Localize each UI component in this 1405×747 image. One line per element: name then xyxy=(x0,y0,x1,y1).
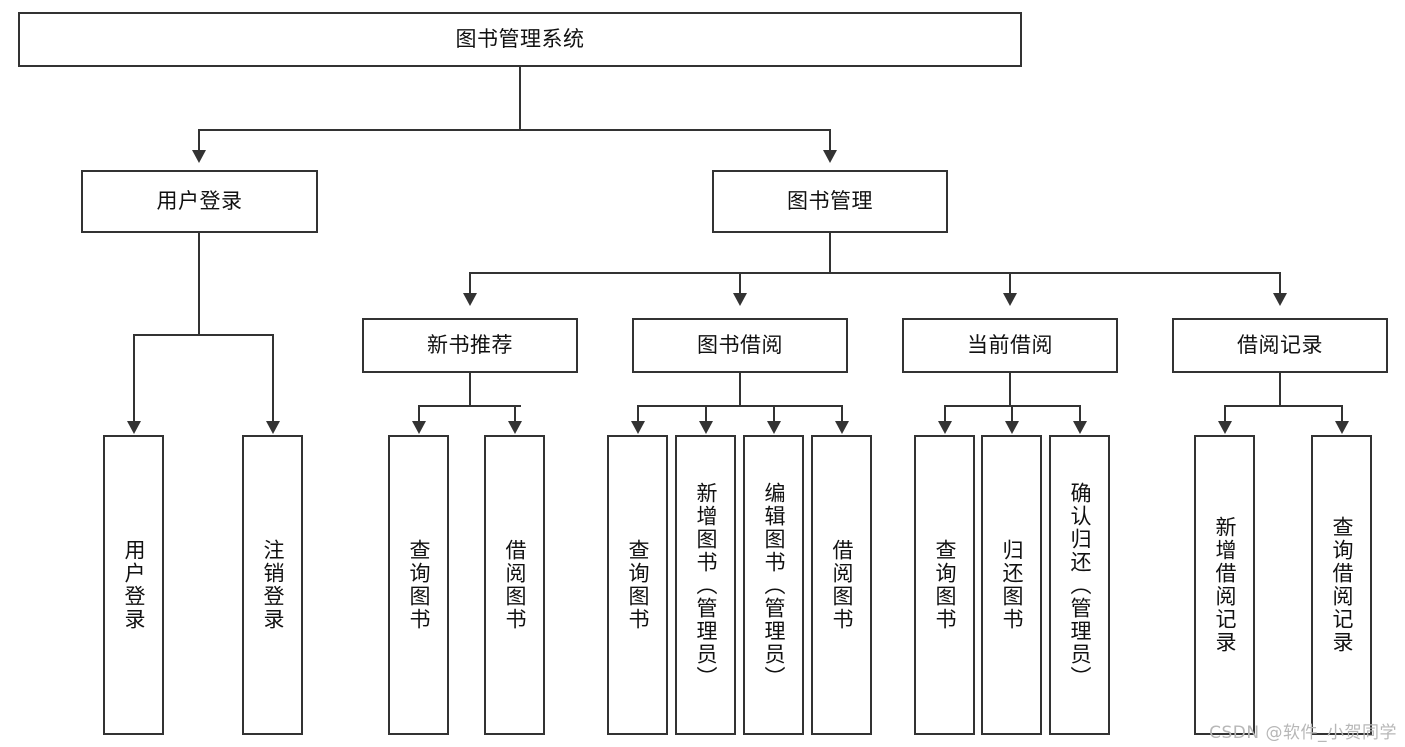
connector-new-book-stem xyxy=(469,373,471,406)
arrowhead-root-to-book-manage xyxy=(823,150,837,163)
connector-borrow-record-stem xyxy=(1279,373,1281,406)
connector-book-borrow-bus xyxy=(637,405,843,407)
node-label: 图书管理系统 xyxy=(455,27,585,52)
node-label: 图书管理 xyxy=(787,189,873,214)
node-label: 当前借阅 xyxy=(967,333,1053,358)
node-borrow-record[interactable]: 借阅记录 xyxy=(1172,318,1388,373)
node-book-borrow[interactable]: 图书借阅 xyxy=(632,318,848,373)
connector-new-book-drop-1 xyxy=(418,405,420,422)
connector-level3-drop-4 xyxy=(1279,272,1281,294)
connector-current-borrow-stem xyxy=(1009,373,1011,406)
node-label: 查询图书 xyxy=(407,539,431,631)
connector-current-borrow-drop-3 xyxy=(1079,405,1081,422)
connector-root-to-user-login xyxy=(198,129,200,151)
connector-user-login-drop-1 xyxy=(133,334,135,422)
connector-borrow-record-bus xyxy=(1224,405,1343,407)
arrowhead-book-borrow-leaf-3 xyxy=(767,421,781,434)
connector-root-to-book-manage xyxy=(829,129,831,151)
connector-book-manage-stem xyxy=(829,233,831,273)
node-label: 查询图书 xyxy=(626,539,650,631)
leaf-new-book-borrow[interactable]: 借阅图书 xyxy=(484,435,545,735)
arrowhead-book-borrow-leaf-4 xyxy=(835,421,849,434)
node-label: 确认归还（管理员） xyxy=(1068,481,1092,689)
arrowhead-level3-book-borrow xyxy=(733,293,747,306)
arrowhead-borrow-record-leaf-2 xyxy=(1335,421,1349,434)
connector-level3-drop-3 xyxy=(1009,272,1011,294)
leaf-book-borrow-query[interactable]: 查询图书 xyxy=(607,435,668,735)
node-label: 查询图书 xyxy=(933,539,957,631)
connector-book-borrow-stem xyxy=(739,373,741,406)
leaf-book-borrow-borrow[interactable]: 借阅图书 xyxy=(811,435,872,735)
leaf-current-borrow-return[interactable]: 归还图书 xyxy=(981,435,1042,735)
node-label: 用户登录 xyxy=(156,189,243,214)
connector-level3-drop-2 xyxy=(739,272,741,294)
arrowhead-new-book-leaf-1 xyxy=(412,421,426,434)
connector-user-login-drop-2 xyxy=(272,334,274,422)
leaf-user-login-login[interactable]: 用户登录 xyxy=(103,435,164,735)
arrowhead-book-borrow-leaf-1 xyxy=(631,421,645,434)
connector-user-login-bus xyxy=(133,334,274,336)
node-label: 借阅图书 xyxy=(830,539,854,631)
leaf-current-borrow-query[interactable]: 查询图书 xyxy=(914,435,975,735)
connector-new-book-bus xyxy=(418,405,521,407)
arrowhead-current-borrow-leaf-1 xyxy=(938,421,952,434)
watermark: CSDN @软件_小贺同学 xyxy=(1209,723,1397,743)
arrowhead-user-login-leaf-2 xyxy=(266,421,280,434)
connector-root-stem xyxy=(519,67,521,130)
node-label: 新书推荐 xyxy=(427,333,513,358)
node-book-management[interactable]: 图书管理 xyxy=(712,170,948,233)
node-label: 注销登录 xyxy=(261,539,285,631)
connector-borrow-record-drop-2 xyxy=(1341,405,1343,422)
connector-book-borrow-drop-2 xyxy=(705,405,707,422)
connector-book-borrow-drop-3 xyxy=(773,405,775,422)
node-label: 新增图书（管理员） xyxy=(694,481,718,689)
leaf-book-borrow-edit[interactable]: 编辑图书（管理员） xyxy=(743,435,804,735)
connector-current-borrow-drop-1 xyxy=(944,405,946,422)
node-label: 归还图书 xyxy=(1000,539,1024,631)
node-label: 借阅记录 xyxy=(1237,333,1323,358)
node-label: 新增借阅记录 xyxy=(1213,516,1237,654)
leaf-new-book-query[interactable]: 查询图书 xyxy=(388,435,449,735)
connector-root-bus xyxy=(198,129,831,131)
connector-book-borrow-drop-4 xyxy=(841,405,843,422)
node-label: 图书借阅 xyxy=(697,333,783,358)
arrowhead-level3-new-book xyxy=(463,293,477,306)
arrowhead-borrow-record-leaf-1 xyxy=(1218,421,1232,434)
arrowhead-user-login-leaf-1 xyxy=(127,421,141,434)
node-current-borrow[interactable]: 当前借阅 xyxy=(902,318,1118,373)
leaf-book-borrow-add[interactable]: 新增图书（管理员） xyxy=(675,435,736,735)
arrowhead-current-borrow-leaf-3 xyxy=(1073,421,1087,434)
arrowhead-root-to-user-login xyxy=(192,150,206,163)
node-label: 查询借阅记录 xyxy=(1330,516,1354,654)
connector-book-borrow-drop-1 xyxy=(637,405,639,422)
node-user-login[interactable]: 用户登录 xyxy=(81,170,318,233)
node-new-book-recommend[interactable]: 新书推荐 xyxy=(362,318,578,373)
node-label: 借阅图书 xyxy=(503,539,527,631)
connector-level3-drop-1 xyxy=(469,272,471,294)
arrowhead-book-borrow-leaf-2 xyxy=(699,421,713,434)
leaf-current-borrow-confirm-return[interactable]: 确认归还（管理员） xyxy=(1049,435,1110,735)
arrowhead-current-borrow-leaf-2 xyxy=(1005,421,1019,434)
leaf-borrow-record-query[interactable]: 查询借阅记录 xyxy=(1311,435,1372,735)
leaf-borrow-record-add[interactable]: 新增借阅记录 xyxy=(1194,435,1255,735)
leaf-user-login-logout[interactable]: 注销登录 xyxy=(242,435,303,735)
arrowhead-new-book-leaf-2 xyxy=(508,421,522,434)
node-label: 用户登录 xyxy=(122,539,146,631)
connector-user-login-stem xyxy=(198,233,200,335)
node-label: 编辑图书（管理员） xyxy=(762,481,786,689)
connector-level3-bus xyxy=(469,272,1280,274)
connector-borrow-record-drop-1 xyxy=(1224,405,1226,422)
connector-new-book-drop-2 xyxy=(514,405,516,422)
arrowhead-level3-current-borrow xyxy=(1003,293,1017,306)
arrowhead-level3-borrow-record xyxy=(1273,293,1287,306)
node-root-library-system[interactable]: 图书管理系统 xyxy=(18,12,1022,67)
connector-current-borrow-drop-2 xyxy=(1011,405,1013,422)
